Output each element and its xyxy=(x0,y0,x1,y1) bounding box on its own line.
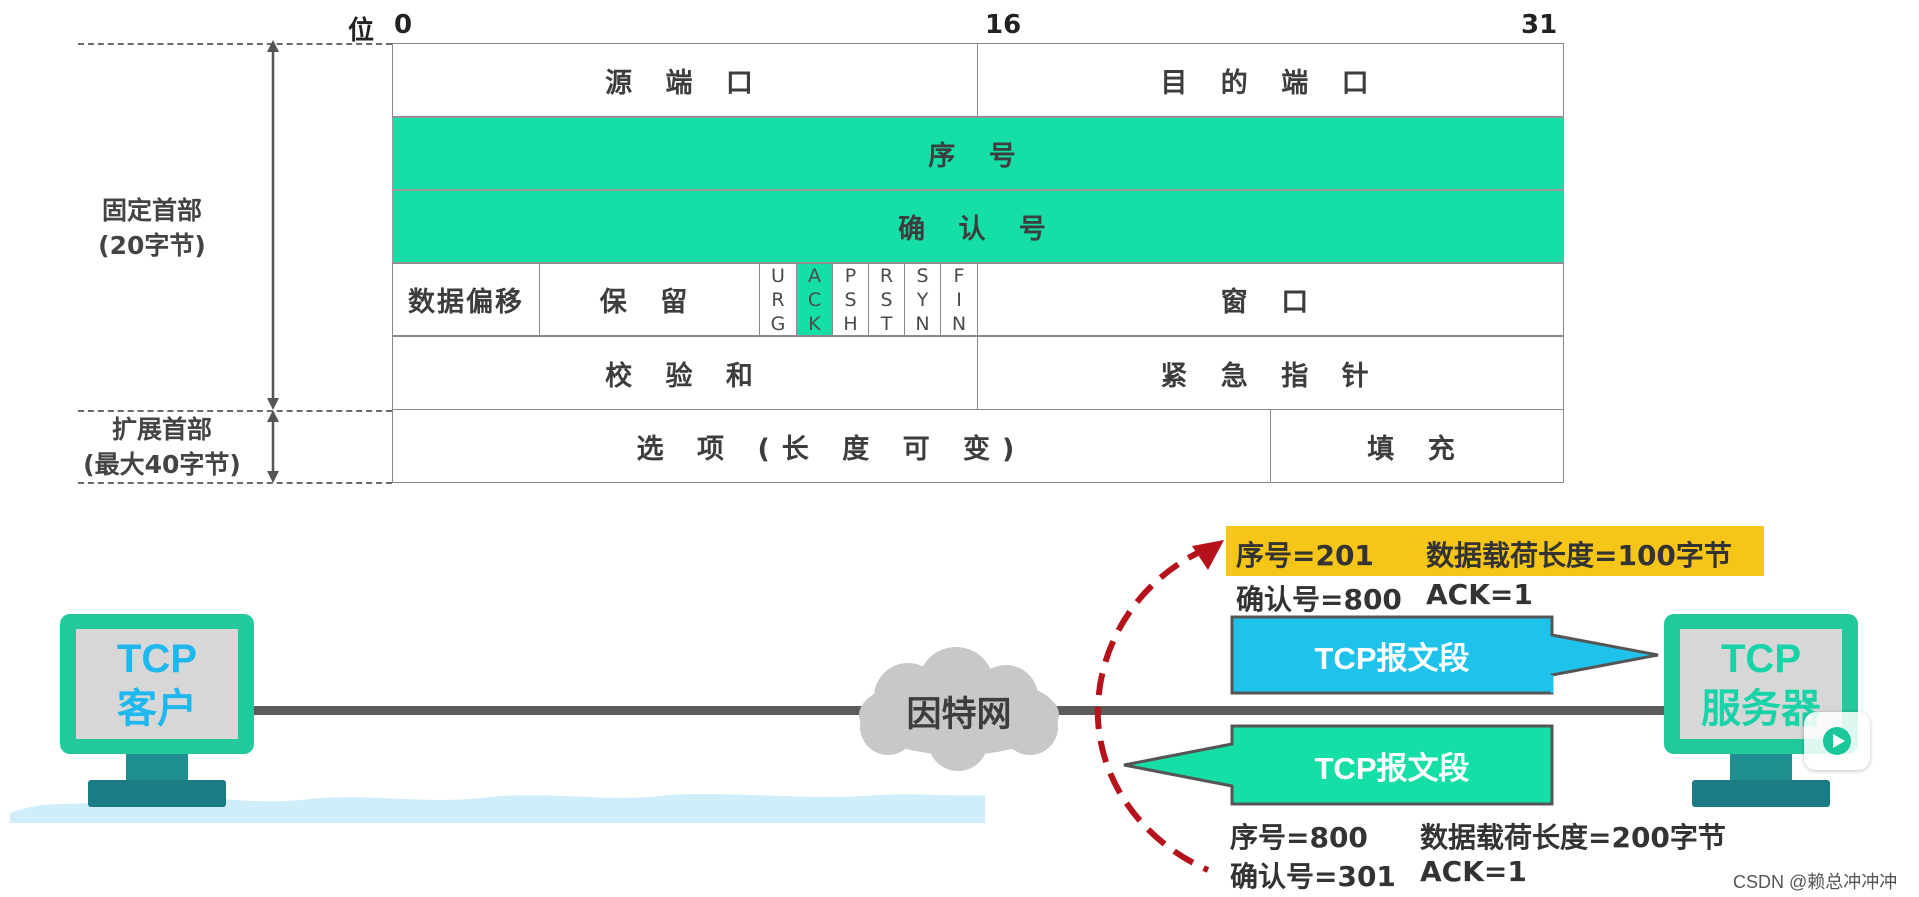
extended-header-size: (最大40字节) xyxy=(83,450,241,479)
bit-0-label: 0 xyxy=(394,10,413,40)
top-dashed-line xyxy=(78,43,392,45)
fixed-header-label: 固定首部 (20字节) xyxy=(92,193,212,263)
bits-label: 位 xyxy=(348,16,375,46)
field-window: 窗 口 xyxy=(977,263,1564,336)
flag-letter: I xyxy=(956,288,962,311)
field-acknowledgment-number: 确 认 号 xyxy=(392,190,1564,263)
field-data-offset: 数据偏移 xyxy=(392,263,540,336)
flag-letter: R xyxy=(879,264,894,287)
segment-info-highlight xyxy=(1226,526,1764,576)
flag-letter: R xyxy=(771,288,785,311)
segment-to-client-seq: 序号=800 xyxy=(1230,821,1368,854)
segment-to-client-payload: 数据载荷长度=200字节 xyxy=(1420,821,1726,854)
segment-to-client-label: TCP报文段 xyxy=(1314,750,1470,786)
segment-to-server-label: TCP报文段 xyxy=(1314,640,1470,676)
fixed-header-span-arrow xyxy=(267,40,279,483)
server-label: TCP 服务器 xyxy=(1680,634,1842,734)
bottom-dashed-line xyxy=(78,482,392,484)
client-monitor-screen xyxy=(76,629,238,739)
server-monitor-neck xyxy=(1730,754,1792,784)
client-label: TCP 客户 xyxy=(76,634,238,734)
client-label-line2: 客户 xyxy=(117,687,197,731)
extended-header-label: 扩展首部 (最大40字节) xyxy=(72,412,252,482)
flag-letter: N xyxy=(951,312,967,335)
fixed-header-size: (20字节) xyxy=(98,231,206,260)
flag-letter: S xyxy=(880,288,893,311)
flag-letter: Y xyxy=(916,288,929,311)
flag-letter: U xyxy=(771,264,785,287)
segment-to-client-ack-number: 确认号=301 xyxy=(1230,860,1396,893)
segment-to-server-payload: 数据载荷长度=100字节 xyxy=(1426,539,1732,572)
field-destination-port: 目 的 端 口 xyxy=(977,43,1564,117)
server-label-line2: 服务器 xyxy=(1701,687,1821,731)
flag-letter: H xyxy=(843,312,858,335)
bit-16-label: 16 xyxy=(985,10,1022,40)
middle-dashed-line xyxy=(78,410,392,412)
internet-label: 因特网 xyxy=(906,695,1012,735)
flag-letter: F xyxy=(953,264,965,287)
flag-letter: S xyxy=(916,264,929,287)
internet-cloud-icon xyxy=(859,647,1059,771)
segment-to-server-ack-number: 确认号=800 xyxy=(1236,583,1402,616)
field-source-port: 源 端 口 xyxy=(392,43,978,117)
flag-letter: A xyxy=(808,264,821,287)
water-decoration xyxy=(10,794,985,823)
fixed-header-title: 固定首部 xyxy=(101,196,202,225)
csdn-watermark: CSDN @赖总冲冲冲 xyxy=(1733,872,1898,892)
server-monitor-stand xyxy=(1692,780,1830,807)
segment-to-server-arrow xyxy=(1230,615,1659,695)
segment-to-client-arrow xyxy=(1123,724,1554,806)
segment-to-client-ack-flag: ACK=1 xyxy=(1420,855,1527,888)
response-loop-arrow xyxy=(1094,540,1224,873)
server-label-line1: TCP xyxy=(1721,637,1801,681)
field-reserved: 保 留 xyxy=(539,263,760,336)
segment-to-server-ack-flag: ACK=1 xyxy=(1426,578,1533,611)
field-sequence-number: 序 号 xyxy=(392,117,1564,190)
play-icon xyxy=(1823,727,1851,755)
client-label-line1: TCP xyxy=(117,637,197,681)
field-urgent-pointer: 紧 急 指 针 xyxy=(977,336,1564,410)
flag-letter: G xyxy=(770,312,786,335)
flag-letter: C xyxy=(807,288,822,311)
segment-to-server-seq: 序号=201 xyxy=(1236,539,1374,572)
flag-letter: T xyxy=(880,312,893,335)
flag-letter: K xyxy=(808,312,821,335)
field-options: 选 项 (长 度 可 变) xyxy=(392,409,1271,483)
flag-letter: P xyxy=(844,264,857,287)
field-checksum: 校 验 和 xyxy=(392,336,978,410)
client-monitor-stand xyxy=(88,780,226,807)
client-monitor-neck xyxy=(126,754,188,784)
extended-header-title: 扩展首部 xyxy=(111,415,212,444)
flag-letter: S xyxy=(844,288,857,311)
bit-31-label: 31 xyxy=(1521,10,1558,40)
flag-letter: N xyxy=(915,312,930,335)
play-overlay-button[interactable] xyxy=(1804,712,1870,770)
field-padding: 填 充 xyxy=(1270,409,1564,483)
